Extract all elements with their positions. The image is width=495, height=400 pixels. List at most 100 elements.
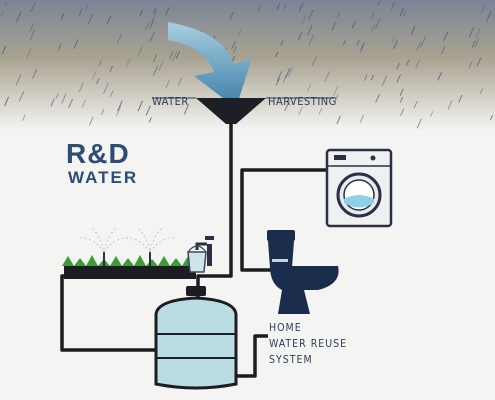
rain-streak bbox=[472, 40, 476, 48]
bucket-icon bbox=[187, 245, 207, 273]
rain-streak bbox=[29, 23, 35, 32]
rain-streak bbox=[318, 108, 323, 115]
garden-bed bbox=[62, 255, 196, 279]
rain-streak bbox=[364, 74, 368, 81]
rain-streak bbox=[391, 1, 396, 10]
rain-streak bbox=[15, 11, 22, 23]
rain-streak bbox=[377, 0, 381, 6]
rain-streak bbox=[231, 41, 236, 50]
rain-streak bbox=[415, 59, 420, 69]
rain-streak bbox=[275, 77, 280, 86]
rain-streak bbox=[405, 59, 410, 66]
rain-streak bbox=[474, 38, 480, 48]
rain-streak bbox=[430, 111, 434, 117]
rain-streak bbox=[22, 114, 26, 121]
rain-streak bbox=[333, 85, 339, 97]
rain-streak bbox=[399, 97, 403, 103]
brand-subtitle: WATER bbox=[68, 168, 139, 187]
rain-streak bbox=[334, 94, 339, 102]
rain-streak bbox=[30, 1, 36, 12]
rain-streak bbox=[370, 75, 374, 81]
rain-streak bbox=[137, 46, 143, 56]
rain-streak bbox=[107, 15, 112, 24]
rain-streak bbox=[276, 3, 281, 10]
rain-streak bbox=[153, 65, 159, 76]
system-label-line1: HOME bbox=[269, 322, 302, 334]
arrow-icon bbox=[168, 22, 252, 108]
rain-streak bbox=[55, 93, 59, 99]
rain-streak bbox=[307, 84, 311, 92]
rain-streak bbox=[298, 5, 303, 12]
rain-streak bbox=[109, 65, 113, 72]
rain-streak bbox=[149, 31, 155, 43]
rain-streak bbox=[336, 115, 341, 125]
rain-streak bbox=[15, 74, 22, 85]
rain-streak bbox=[375, 18, 381, 29]
rain-streak bbox=[399, 7, 405, 17]
rain-streak bbox=[153, 8, 157, 14]
rain-streak bbox=[475, 27, 481, 38]
rain-streak bbox=[73, 39, 79, 49]
rain-streak bbox=[282, 75, 287, 84]
rain-streak bbox=[78, 8, 83, 17]
rain-streak bbox=[148, 117, 152, 123]
rain-streak bbox=[287, 66, 294, 78]
rain-streak bbox=[469, 27, 475, 38]
rain-streak bbox=[68, 98, 73, 109]
funnel-label-right: HARVESTING bbox=[268, 95, 337, 108]
rain-streak bbox=[145, 22, 149, 30]
rain-streak bbox=[165, 79, 171, 88]
rain-streak bbox=[416, 41, 422, 51]
rain-streak bbox=[85, 4, 89, 11]
rain-streak bbox=[89, 116, 94, 126]
rain-streak bbox=[169, 50, 174, 59]
rain-streak bbox=[98, 59, 102, 66]
rain-streak bbox=[352, 20, 356, 28]
rain-streak bbox=[117, 100, 123, 112]
rain-streak bbox=[0, 10, 4, 16]
rain-streak bbox=[486, 10, 492, 22]
rain-streak bbox=[396, 62, 400, 70]
rain-streak bbox=[285, 68, 291, 79]
rain-streak bbox=[32, 69, 38, 79]
rain-streak bbox=[396, 74, 401, 83]
rain-streak bbox=[96, 78, 100, 85]
rain-streak bbox=[410, 26, 416, 36]
rain-streak bbox=[117, 33, 122, 44]
rain-streak bbox=[416, 118, 422, 129]
rain-streak bbox=[238, 30, 242, 36]
rain-streak bbox=[370, 11, 375, 19]
rain-streak bbox=[301, 15, 306, 25]
rain-streak bbox=[393, 40, 398, 49]
rain-streak bbox=[342, 40, 346, 46]
toilet-icon bbox=[267, 230, 339, 314]
rain-streak bbox=[360, 42, 365, 51]
rain-streak bbox=[110, 90, 114, 97]
rain-streak bbox=[443, 32, 448, 41]
rain-streak bbox=[403, 11, 407, 17]
rain-streak bbox=[4, 96, 9, 107]
rain-streak bbox=[257, 5, 261, 11]
rain-streak bbox=[275, 52, 279, 58]
rain-streak bbox=[88, 13, 94, 24]
rain-streak bbox=[280, 39, 284, 46]
rain-streak bbox=[152, 54, 158, 63]
rain-streak bbox=[81, 99, 86, 108]
rain-streak bbox=[229, 11, 234, 20]
rain-streak bbox=[137, 100, 143, 112]
rain-streak bbox=[283, 3, 287, 10]
brand-title: R&D bbox=[66, 138, 130, 169]
rain-streak bbox=[381, 75, 387, 87]
rain-streak bbox=[331, 22, 336, 31]
washing-machine-icon bbox=[325, 148, 393, 228]
rain-streak bbox=[125, 58, 131, 68]
rain-streak bbox=[177, 77, 183, 86]
rain-streak bbox=[490, 114, 493, 121]
rain-streak bbox=[307, 24, 313, 36]
rain-streak bbox=[145, 105, 151, 116]
rain-streak bbox=[476, 57, 482, 67]
rain-streak bbox=[356, 40, 360, 46]
rain-streak bbox=[232, 45, 237, 54]
rain-streak bbox=[103, 82, 109, 94]
